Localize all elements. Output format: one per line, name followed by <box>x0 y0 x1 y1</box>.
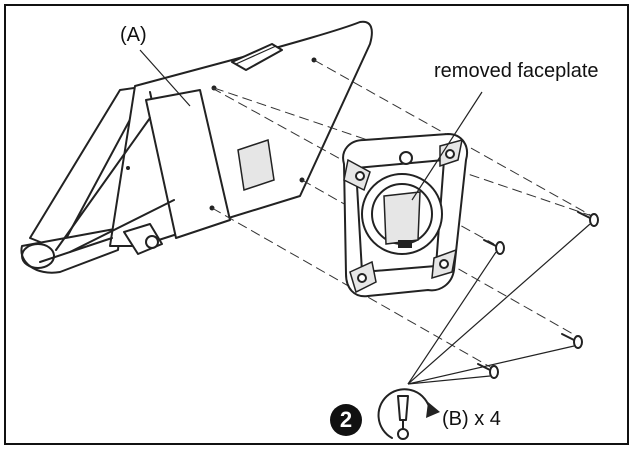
step-number-badge: 2 <box>330 404 362 436</box>
screw-icon <box>483 239 505 255</box>
screw-icon <box>577 211 599 227</box>
label-part-a: (A) <box>120 24 147 46</box>
screws-b <box>407 211 599 385</box>
device-a <box>20 20 373 274</box>
mounting-bracket <box>342 91 483 298</box>
screwdriver-rotate-icon <box>377 388 440 440</box>
screw-icon <box>477 363 499 379</box>
screw-icon <box>561 333 583 349</box>
label-part-b: (B) x 4 <box>442 408 501 430</box>
label-removed-faceplate: removed faceplate <box>434 60 599 82</box>
